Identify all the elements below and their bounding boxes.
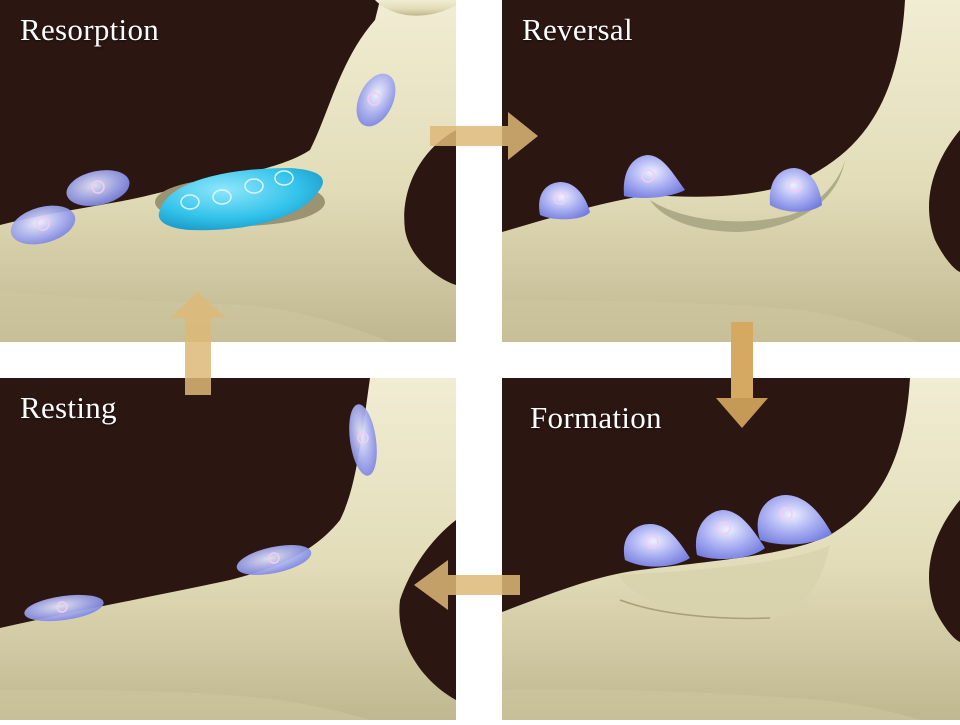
- panel-resting: [0, 378, 456, 720]
- label-resting: Resting: [20, 390, 117, 426]
- label-reversal: Reversal: [522, 12, 633, 48]
- label-resorption: Resorption: [20, 12, 159, 48]
- panel-reversal: [502, 0, 960, 342]
- panel-resorption: [0, 0, 456, 342]
- label-formation: Formation: [530, 400, 662, 436]
